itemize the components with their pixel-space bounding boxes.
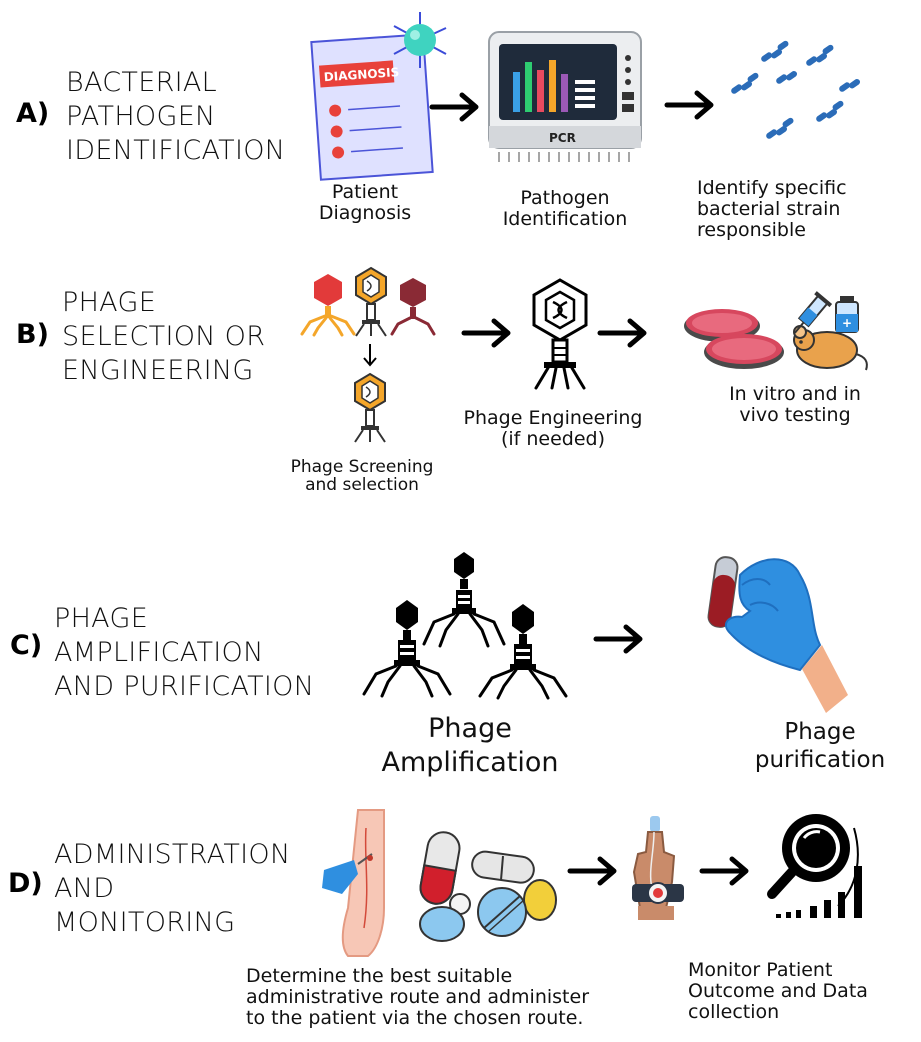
clipboard-icon: DIAGNOSIS [310, 33, 434, 181]
caption-line: Identification [502, 208, 628, 230]
caption-administer: Determine the best suitable administrati… [246, 966, 666, 1029]
section-a-title-line: PATHOGEN [66, 101, 216, 132]
wrist-monitor-icon [632, 816, 684, 920]
caption-line: bacterial strain [697, 198, 841, 220]
caption-line: administrative route and administer [246, 986, 590, 1008]
arrow-down-icon [363, 344, 377, 367]
bacteriophage-icon [354, 372, 386, 443]
caption-line: to the patient via the chosen route. [246, 1007, 584, 1029]
bacteriophage-icon [300, 274, 356, 337]
caption-line: collection [688, 1001, 780, 1023]
caption-line: Identify specific [697, 177, 847, 199]
section-d-title-line: ADMINISTRATION [54, 839, 291, 870]
section-c-letter: C) [10, 630, 43, 661]
section-b-title-line: ENGINEERING [62, 355, 254, 386]
section-b-title-line: PHAGE [62, 287, 157, 318]
bacteriophage-icon [355, 266, 387, 337]
caption-line: and selection [305, 475, 419, 495]
section-b-title: PHAGE SELECTION OR ENGINEERING [62, 286, 265, 388]
pills-icon [419, 831, 557, 942]
section-c-title-line: PHAGE [54, 603, 149, 634]
caption-line: vivo testing [739, 404, 851, 426]
caption-line: Monitor Patient [688, 959, 833, 981]
caption-phage-screening: Phage Screening and selection [272, 458, 452, 494]
bacteriophage-icon [390, 278, 436, 336]
caption-line: Phage [428, 713, 512, 744]
arm-injection-icon [322, 809, 385, 957]
section-a-letter: A) [16, 98, 50, 129]
caption-pathogen-identification: Pathogen Identification [490, 188, 640, 230]
virus-icon [393, 12, 447, 68]
caption-patient-diagnosis: Patient Diagnosis [300, 182, 430, 224]
section-d-title-line: AND [54, 873, 115, 904]
vial-icon: + [835, 296, 859, 333]
section-a-title-line: BACTERIAL [66, 67, 218, 98]
caption-line: purification [754, 747, 886, 773]
gloved-hand-icon [707, 556, 848, 713]
section-c-title-line: AMPLIFICATION [54, 637, 264, 668]
section-d-title-line: MONITORING [54, 907, 236, 938]
pcr-label: PCR [549, 131, 576, 145]
caption-line: Diagnosis [318, 202, 412, 224]
pcr-machine-icon: PCR [488, 31, 642, 162]
section-d-title: ADMINISTRATION AND MONITORING [54, 838, 290, 940]
bacteriophage-icon [532, 278, 588, 390]
section-c-title: PHAGE AMPLIFICATION AND PURIFICATION [54, 602, 314, 704]
section-c-title-line: AND PURIFICATION [54, 671, 315, 702]
caption-line: In vitro and in [729, 383, 861, 405]
caption-monitor-outcome: Monitor Patient Outcome and Data collect… [688, 960, 918, 1023]
caption-line: (if needed) [500, 428, 606, 450]
caption-phage-amplification: Phage Amplification [355, 712, 585, 780]
caption-line: Phage Engineering [463, 407, 643, 429]
caption-line: Phage [784, 719, 856, 745]
bacteria-icon [731, 40, 861, 139]
section-a-title-line: IDENTIFICATION [66, 135, 286, 166]
caption-line: Outcome and Data [688, 980, 868, 1002]
arrow-right-icon[interactable] [597, 318, 650, 348]
blood-tube-icon [707, 556, 739, 628]
syringe-icon [794, 291, 833, 334]
caption-line: Pathogen [520, 187, 610, 209]
arrow-right-icon[interactable] [429, 92, 482, 122]
section-a-title: BACTERIAL PATHOGEN IDENTIFICATION [66, 66, 285, 168]
section-b-title-line: SELECTION OR [62, 321, 266, 352]
caption-phage-engineering: Phage Engineering (if needed) [458, 408, 648, 450]
section-b-letter: B) [16, 319, 49, 350]
svg-text:+: + [842, 316, 852, 330]
caption-in-vitro-testing: In vitro and in vivo testing [700, 384, 890, 426]
bacteriophage-icon [478, 604, 568, 700]
arrow-right-icon[interactable] [664, 90, 717, 120]
caption-identify-strain: Identify specific bacterial strain respo… [697, 178, 897, 241]
arrow-right-icon[interactable] [461, 318, 514, 348]
bacteriophage-icon [422, 552, 506, 648]
clipboard-label: DIAGNOSIS [323, 65, 399, 84]
caption-line: Phage Screening [290, 457, 434, 477]
magnifier-chart-icon [767, 814, 862, 918]
bacteriophage-icon [362, 600, 452, 698]
arrow-right-icon[interactable] [699, 856, 752, 886]
caption-phage-purification: Phage purification [740, 718, 900, 774]
arrow-right-icon[interactable] [593, 624, 646, 654]
caption-line: Amplification [381, 747, 559, 778]
caption-line: Determine the best suitable [246, 965, 513, 987]
caption-line: Patient [331, 181, 399, 203]
petri-dish-icon [684, 309, 784, 369]
lab-mouse-icon [793, 325, 868, 371]
section-d-letter: D) [8, 868, 43, 899]
caption-line: responsible [697, 219, 806, 241]
arrow-right-icon[interactable] [567, 856, 620, 886]
